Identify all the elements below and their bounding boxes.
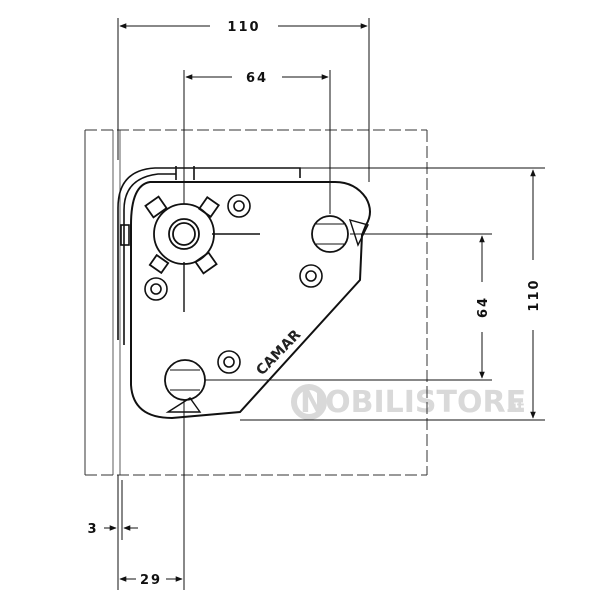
fixing-hole-bottom-left [164, 359, 206, 401]
cabinet-panel [84, 129, 428, 476]
screw-bottom [217, 350, 241, 374]
brand-label: CAMAR [253, 327, 304, 379]
bracket-side-profile [117, 166, 301, 345]
watermark: NOBILISTORE .it [291, 384, 526, 420]
fixing-hole-top-right [311, 215, 349, 253]
screws [144, 194, 323, 374]
dim-right-height: 110 [527, 278, 542, 311]
screw-left [144, 277, 168, 301]
dim-hole-spacing-horizontal: 64 [246, 71, 268, 86]
dimension-lines [104, 18, 545, 590]
watermark-text: NOBILISTORE [300, 385, 526, 420]
dimension-labels: 110 64 110 64 3 29 [87, 20, 542, 588]
screw-right [299, 264, 323, 288]
fixing-holes [164, 215, 349, 401]
watermark-suffix: .it [506, 398, 524, 416]
screw-top [227, 194, 251, 218]
dim-hole-offset: 29 [140, 573, 162, 588]
dim-top-width: 110 [227, 20, 260, 35]
hinge-cam-mechanism [144, 195, 260, 312]
dim-edge-offset: 3 [87, 522, 98, 537]
watermark-logo-icon [291, 384, 327, 420]
dim-hole-spacing-vertical: 64 [476, 296, 491, 318]
